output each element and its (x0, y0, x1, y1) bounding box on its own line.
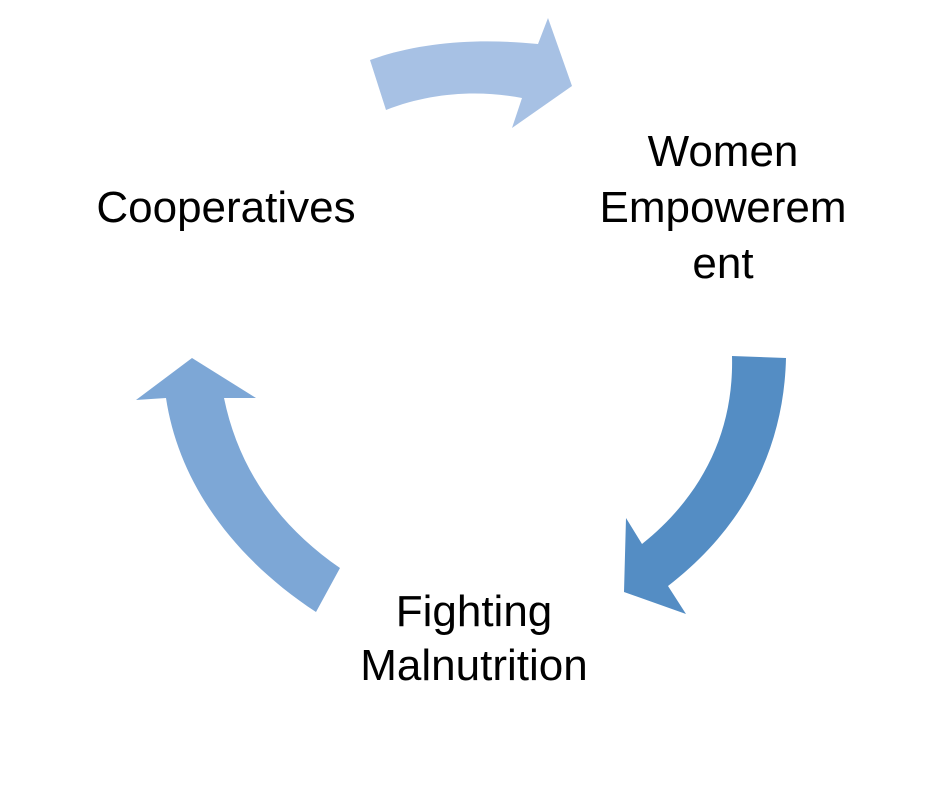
arrow-fighting-malnutrition-to-cooperatives (136, 358, 340, 612)
node-cooperatives-line-1: Cooperatives (96, 183, 355, 232)
node-women-empowerment: Women Empowerem ent (600, 127, 847, 288)
node-fighting-malnutrition: Fighting Malnutrition (360, 587, 587, 690)
arrow-cooperatives-to-women-empowerment (370, 18, 572, 128)
node-fighting-malnutrition-line-1: Fighting (396, 587, 553, 636)
node-women-empowerment-line-1: Women (648, 127, 799, 176)
node-fighting-malnutrition-line-2: Malnutrition (360, 641, 587, 690)
node-women-empowerment-line-3: ent (692, 239, 753, 288)
node-women-empowerment-line-2: Empowerem (600, 183, 847, 232)
arrow-women-empowerment-to-fighting-malnutrition (624, 356, 786, 614)
node-cooperatives: Cooperatives (96, 183, 355, 232)
